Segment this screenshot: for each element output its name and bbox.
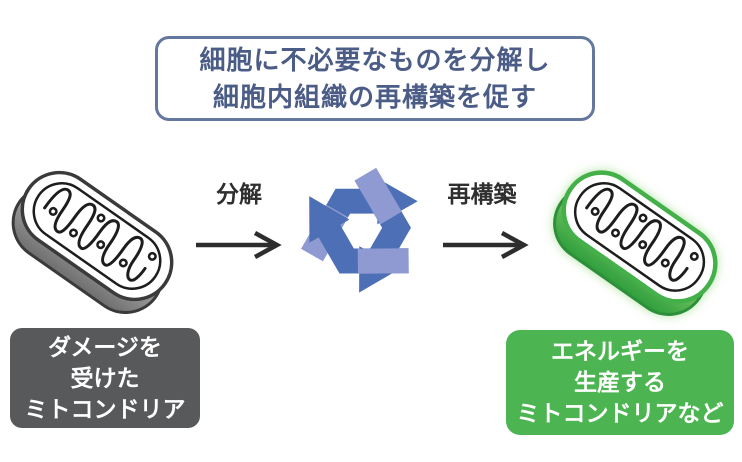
caption-line: 受けた xyxy=(70,364,140,391)
title-box: 細胞に不必要なものを分解し 細胞内組織の再構築を促す xyxy=(155,36,595,121)
recycle-icon xyxy=(287,160,437,312)
caption-line: ダメージを xyxy=(48,333,162,360)
caption-line: ミトコンドリアなど xyxy=(516,400,724,426)
right-arrow-icon xyxy=(196,231,282,259)
damaged-mitochondrion-illustration xyxy=(11,170,174,314)
caption-line: 生産する xyxy=(574,369,666,395)
title-line-2: 細胞内組織の再構築を促す xyxy=(212,81,537,112)
decompose-label: 分解 xyxy=(216,181,262,207)
right-arrow-icon xyxy=(443,231,529,259)
caption-line: ミトコンドリア xyxy=(24,395,186,422)
damaged-mitochondria-caption: ダメージを 受けた ミトコンドリア xyxy=(10,328,200,428)
caption-line: エネルギーを xyxy=(551,338,689,364)
healthy-mitochondria-caption: エネルギーを 生産する ミトコンドリアなど xyxy=(506,330,734,435)
rebuild-label: 再構築 xyxy=(447,181,517,207)
healthy-mitochondrion-illustration xyxy=(553,170,718,316)
title-line-1: 細胞に不必要なものを分解し xyxy=(199,44,551,75)
